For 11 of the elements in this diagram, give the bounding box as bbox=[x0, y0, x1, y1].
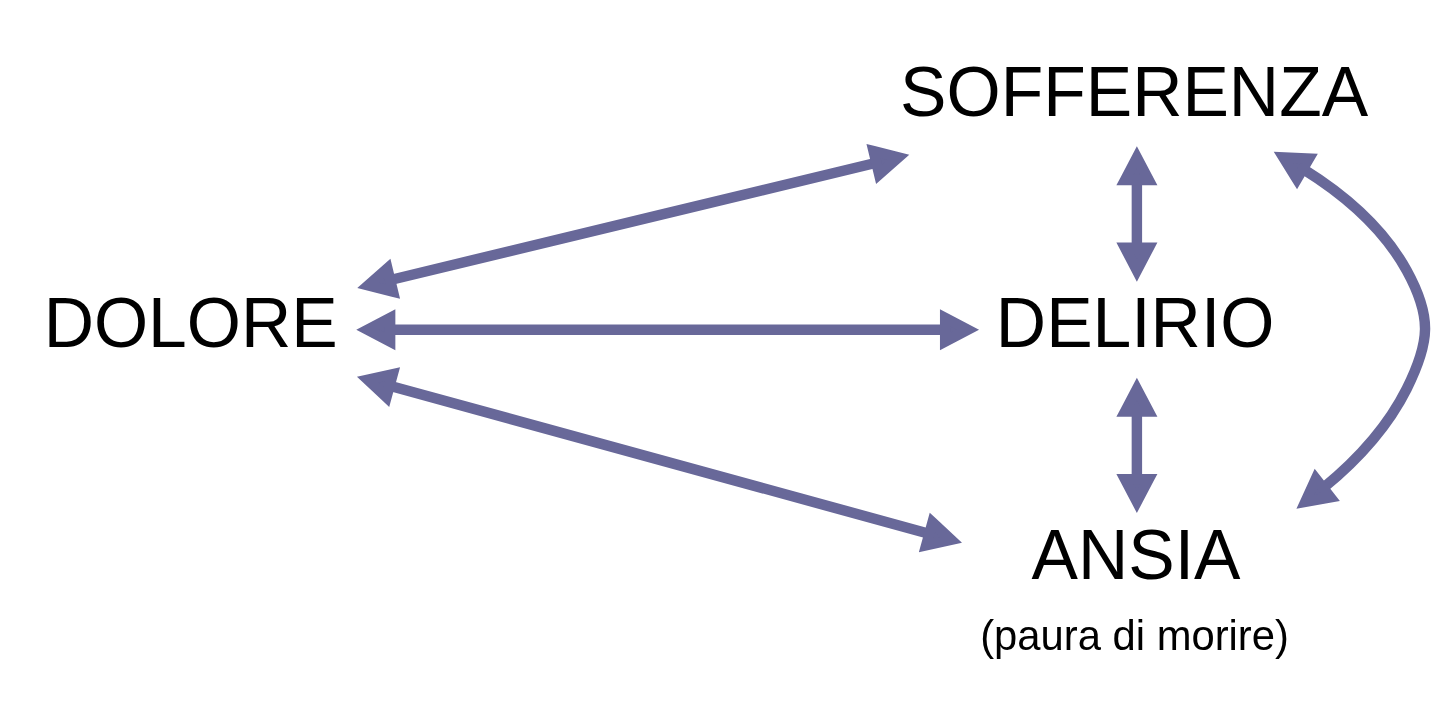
node-text: DOLORE bbox=[43, 284, 338, 363]
arrow bbox=[357, 144, 910, 299]
node-text: SOFFERENZA bbox=[900, 52, 1369, 131]
arrow bbox=[1116, 146, 1158, 282]
node-label: (paura di morire) bbox=[980, 612, 1289, 660]
arrow bbox=[356, 367, 962, 553]
arrow bbox=[356, 309, 980, 351]
node-text: ANSIA bbox=[1031, 515, 1241, 594]
arrow bbox=[1116, 377, 1158, 513]
arrow bbox=[1273, 151, 1431, 509]
node-text: DELIRIO bbox=[995, 284, 1275, 363]
